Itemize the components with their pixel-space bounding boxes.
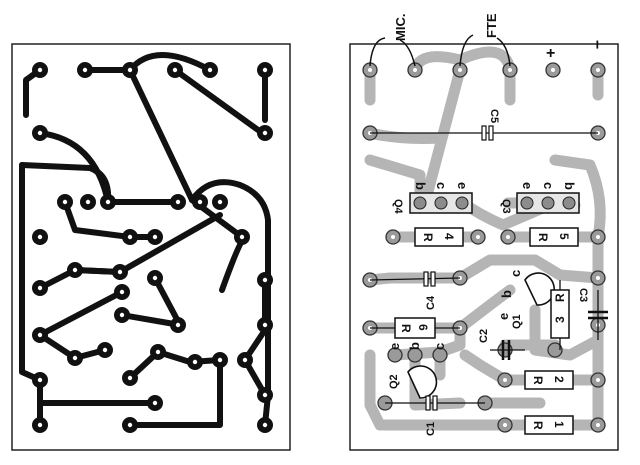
transistor-q2: Q2 e b c (387, 342, 447, 399)
svg-text:R: R (531, 376, 545, 385)
q3-pin-2: c (541, 182, 556, 189)
q2-pin-3: c (432, 343, 447, 350)
label-q4: Q4 (392, 199, 404, 215)
q2-pin-1: e (387, 343, 402, 350)
label-q3: Q3 (500, 199, 512, 214)
resistor-r1: R 1 (524, 415, 574, 435)
capacitor-c1: C1 (385, 395, 485, 436)
q1-pin-3: e (496, 313, 511, 320)
label-minus: − (588, 40, 605, 49)
svg-text:R: R (553, 293, 567, 302)
svg-text:6: 6 (416, 324, 430, 331)
svg-text:R: R (399, 324, 413, 333)
resistor-r2: R 2 (524, 370, 574, 390)
transistor-q1: Q1 c b e (496, 270, 555, 329)
capacitor-c3: C3 (577, 288, 608, 340)
resistor-r4: R 4 (414, 227, 464, 247)
svg-text:2: 2 (552, 376, 566, 383)
resistor-r5: R 5 (529, 227, 579, 247)
label-q2: Q2 (388, 374, 400, 389)
q2-pin-2: b (407, 342, 422, 350)
label-c2: C2 (478, 329, 490, 343)
q4-pin-1: b (413, 182, 428, 190)
label-q1: Q1 (511, 314, 523, 329)
svg-text:R: R (536, 233, 550, 242)
label-c1: C1 (425, 422, 437, 436)
svg-text:1: 1 (552, 421, 566, 428)
label-c5: C5 (488, 109, 500, 123)
resistor-r3: R 3 (550, 280, 570, 350)
q4-pin-3: e (455, 182, 470, 189)
transistor-q4: Q4 b c e (392, 182, 473, 215)
label-fte: FTE (484, 13, 499, 38)
q3-pin-1: e (520, 182, 535, 189)
capacitor-c2: C2 (478, 329, 525, 360)
svg-text:4: 4 (442, 233, 456, 240)
q1-pin-2: b (499, 290, 514, 298)
svg-text:3: 3 (553, 316, 567, 323)
q3-pin-3: b (562, 182, 577, 190)
svg-text:R: R (421, 233, 435, 242)
svg-text:R: R (531, 421, 545, 430)
component-layout-board: MIC. FTE + − C5 Q4 b c e Q3 e c (349, 13, 619, 451)
svg-text:5: 5 (557, 233, 571, 240)
resistor-r6: R 6 (370, 317, 460, 339)
label-plus: + (546, 45, 555, 62)
label-c4: C4 (425, 295, 437, 310)
label-c3: C3 (577, 288, 589, 302)
transistor-q3: Q3 e c b (500, 182, 580, 214)
q4-pin-2: c (434, 182, 449, 189)
q1-pin-1: c (508, 270, 523, 277)
copper-track-board (11, 43, 291, 451)
label-mic: MIC. (393, 14, 408, 41)
